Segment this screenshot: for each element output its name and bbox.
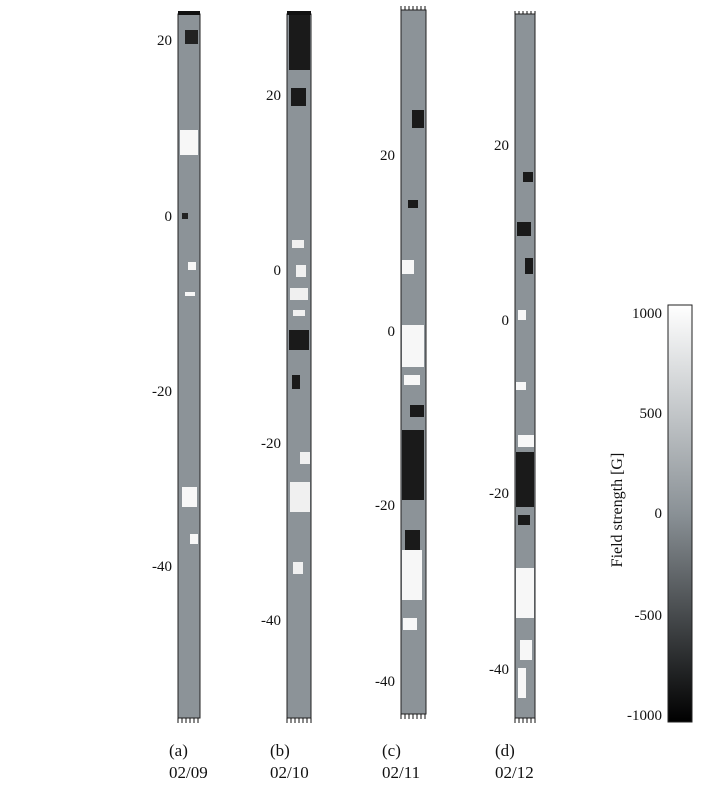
caption-c-date: 02/11 <box>382 763 421 782</box>
tick-c-0: 20 <box>380 148 395 164</box>
tick-a-0: 20 <box>157 33 172 49</box>
colorbar-tick-2: 0 <box>655 506 663 522</box>
caption-a-label: (a) <box>169 741 188 760</box>
tick-b-1: 0 <box>274 263 282 279</box>
strip-b-dark <box>289 15 310 389</box>
strip-a-features <box>180 130 198 544</box>
strip-c-features <box>402 260 424 630</box>
strip-d-bottom-ticks <box>514 718 536 723</box>
tick-c-3: -40 <box>375 674 395 690</box>
panel-a: 20 0 -20 -40 <box>152 11 201 723</box>
strip-b-topcap <box>287 11 311 15</box>
tick-c-1: 0 <box>388 324 396 340</box>
tick-d-2: -20 <box>489 486 509 502</box>
caption-b-date: 02/10 <box>270 763 309 782</box>
tick-b-2: -20 <box>261 436 281 452</box>
tick-a-3: -40 <box>152 559 172 575</box>
caption-d-date: 02/12 <box>495 763 534 782</box>
tick-c-2: -20 <box>375 498 395 514</box>
strip-d-topticks <box>514 11 536 14</box>
tick-a-1: 0 <box>165 209 173 225</box>
caption-b-label: (b) <box>270 741 290 760</box>
tick-d-0: 20 <box>494 138 509 154</box>
tick-a-2: -20 <box>152 384 172 400</box>
caption-a-date: 02/09 <box>169 763 208 782</box>
strip-c-bottom-ticks <box>400 714 426 719</box>
panel-c: 20 0 -20 -40 <box>375 6 427 719</box>
tick-d-1: 0 <box>502 313 510 329</box>
strip-a <box>177 13 201 719</box>
colorbar: 1000 500 0 -500 -1000 Field strength [G] <box>609 304 693 724</box>
colorbar-gradient <box>667 304 693 723</box>
tick-b-3: -40 <box>261 613 281 629</box>
strip-d <box>514 13 536 719</box>
strip-b-features <box>290 240 310 574</box>
strip-c-topticks <box>400 6 426 10</box>
strip-d-dark <box>516 172 534 525</box>
caption-d: (d) 02/12 <box>495 740 534 784</box>
colorbar-tick-4: -1000 <box>627 708 662 724</box>
colorbar-tick-3: -500 <box>635 608 663 624</box>
caption-c-label: (c) <box>382 741 401 760</box>
caption-d-label: (d) <box>495 741 515 760</box>
colorbar-tick-0: 1000 <box>632 306 662 322</box>
tick-d-3: -40 <box>489 662 509 678</box>
strip-a-bottom-ticks <box>177 718 199 723</box>
panel-d: 20 0 -20 -40 <box>489 11 536 723</box>
colorbar-tick-1: 500 <box>640 406 663 422</box>
strip-a-topcap <box>178 11 200 15</box>
colorbar-title: Field strength [G] <box>609 453 626 568</box>
strip-b-bottom-ticks <box>286 718 312 723</box>
tick-b-0: 20 <box>266 88 281 104</box>
caption-a: (a) 02/09 <box>169 740 208 784</box>
strip-c-dark <box>402 110 424 550</box>
panel-b: 20 0 -20 -40 <box>261 11 312 723</box>
caption-c: (c) 02/11 <box>382 740 420 784</box>
strip-b <box>286 13 312 719</box>
caption-b: (b) 02/10 <box>270 740 309 784</box>
strip-d-features <box>516 310 534 698</box>
